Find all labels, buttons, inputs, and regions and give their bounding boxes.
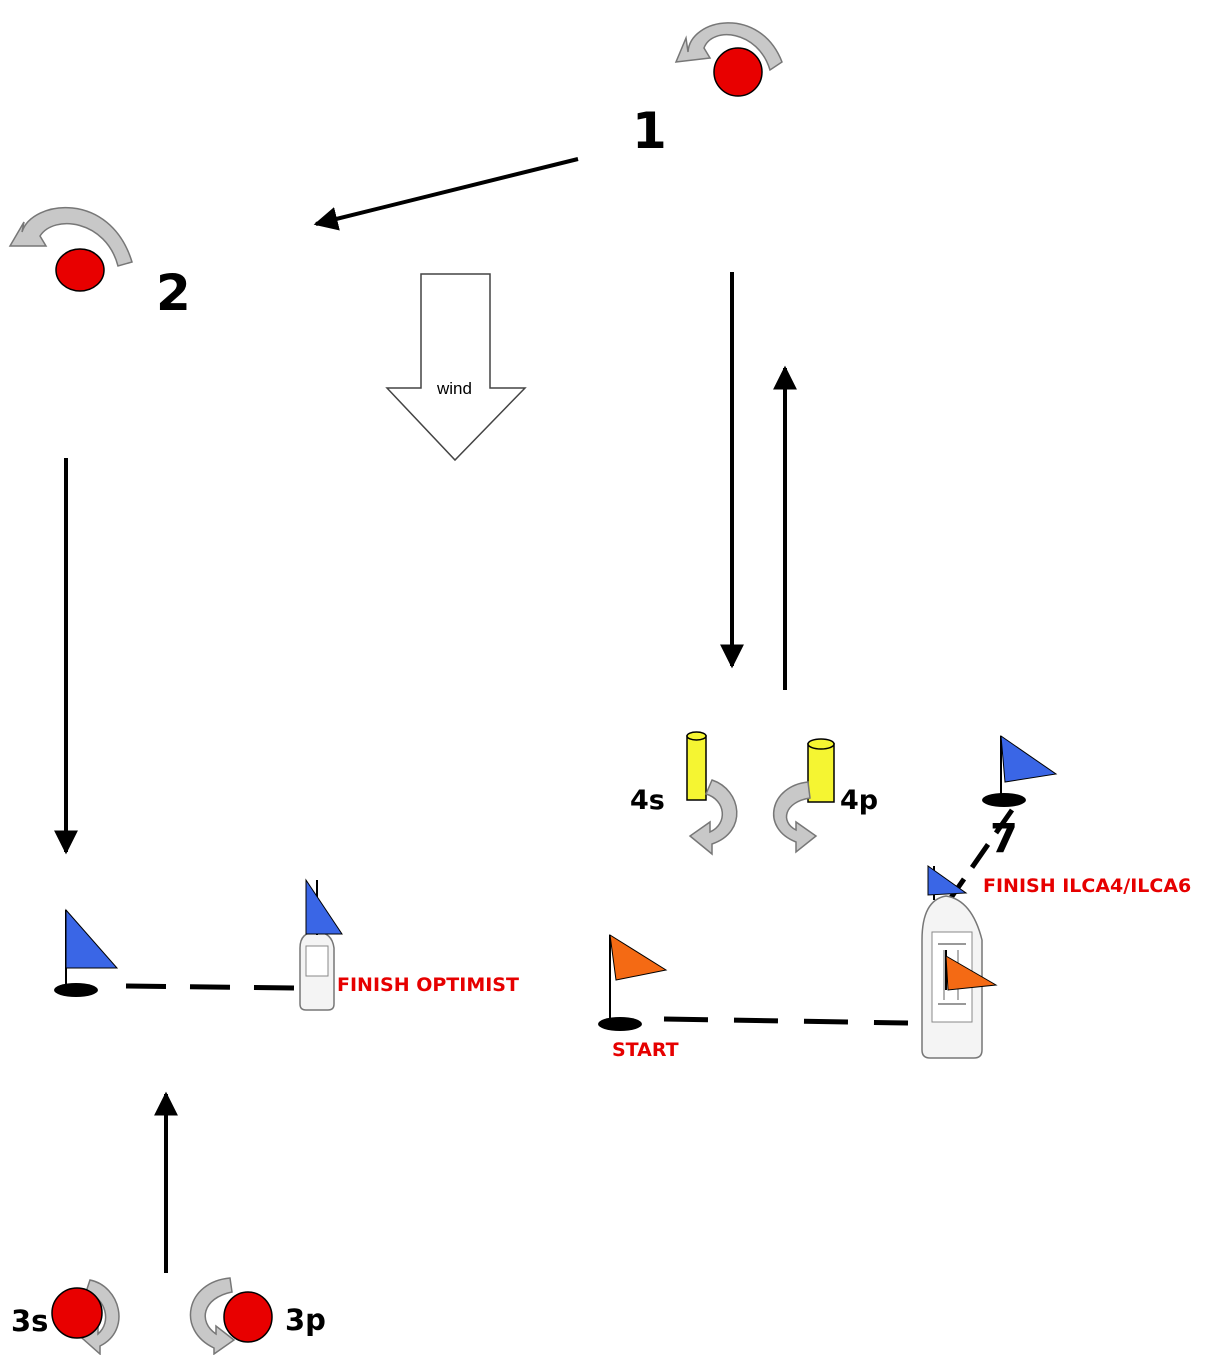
red-buoy-icon (55, 248, 105, 292)
main-committee-boat (921, 865, 998, 1059)
mark-3s: 3s (11, 1279, 120, 1355)
mark-2: 2 (8, 206, 191, 322)
mark-3p: 3p (189, 1277, 326, 1355)
mark-4s: 4s (630, 731, 738, 856)
finish-ilca-label: FINISH ILCA4/ILCA6 (983, 875, 1191, 897)
ilca-finish-line (945, 808, 1015, 904)
wind-arrow-icon (385, 273, 527, 462)
red-buoy-icon (51, 1287, 103, 1339)
red-buoy-icon (223, 1291, 273, 1343)
ilca-finish-pin (982, 734, 1058, 807)
wind-label: wind (436, 379, 472, 398)
start-line (663, 1016, 909, 1026)
optimist-finish-pin (54, 908, 119, 997)
mark-1-label: 1 (632, 102, 667, 160)
flag-icon (609, 934, 668, 981)
rotation-arrow-icon (674, 22, 783, 72)
flag-icon (945, 955, 998, 991)
flag-icon (65, 908, 119, 969)
pin-buoy-base (982, 793, 1026, 807)
rotation-arrow-icon (80, 1279, 120, 1355)
pin-buoy-base (54, 983, 98, 997)
optimist-finish-line (125, 983, 297, 991)
rotation-arrow-icon (772, 781, 818, 854)
mark-4s-label: 4s (630, 785, 665, 816)
flag-icon (927, 865, 968, 896)
flag-icon (1000, 734, 1058, 783)
mark-3p-label: 3p (285, 1303, 326, 1337)
mark-3s-label: 3s (11, 1304, 48, 1338)
pin-buoy-base (598, 1017, 642, 1031)
red-buoy-icon (713, 47, 763, 97)
mark-2-label: 2 (156, 264, 191, 322)
finish-optimist-label: FINISH OPTIMIST (337, 974, 519, 996)
start-label: START (612, 1039, 679, 1061)
mark-7-label: 7 (990, 816, 1018, 862)
wind-indicator: wind (385, 273, 527, 462)
rotation-arrow-icon (688, 779, 738, 856)
leg-1-to-2-arrow (313, 157, 579, 231)
flag-icon (305, 878, 343, 935)
rotation-arrow-icon (8, 206, 133, 267)
start-pin (598, 934, 668, 1031)
mark-1: 1 (632, 22, 783, 160)
yellow-cylinder-buoy-icon (686, 731, 707, 801)
mark-4p-label: 4p (840, 785, 878, 816)
rotation-arrow-icon (189, 1277, 236, 1355)
optimist-committee-boat (299, 878, 343, 1011)
yellow-cylinder-buoy-icon (807, 738, 835, 803)
mark-4p: 4p (772, 738, 878, 854)
